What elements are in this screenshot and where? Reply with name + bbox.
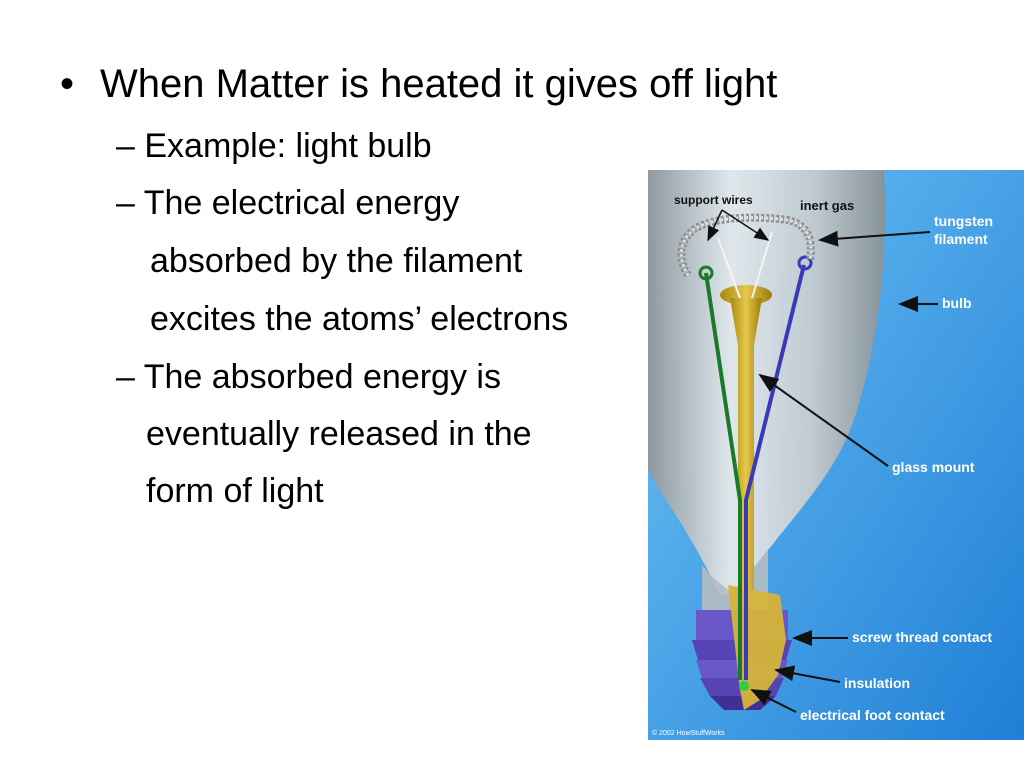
lead-loop-right — [797, 255, 813, 271]
insulation — [728, 585, 786, 710]
main-point-text: When Matter is heated it gives off light — [100, 62, 778, 106]
label-filament: filament — [934, 231, 988, 247]
electrical-foot-contact — [739, 681, 749, 691]
arrow-insulation — [774, 665, 841, 683]
lead-wire-blue — [744, 264, 806, 680]
label-support-wires: support wires — [674, 193, 753, 207]
label-tungsten: tungsten — [934, 213, 993, 229]
sub-point-release-line-3: form of light — [146, 472, 324, 510]
sub-point-release-line-1: – The absorbed energy is — [116, 358, 501, 396]
support-wire-left — [717, 237, 741, 299]
sub-point-energy-line-1: – The electrical energy — [116, 184, 460, 222]
label-glass-mount: glass mount — [892, 459, 975, 475]
tungsten-filament — [677, 213, 815, 278]
support-wire-right — [751, 231, 773, 299]
arrow-support-wires-left — [707, 209, 723, 242]
arrow-electrical-foot-contact — [750, 689, 797, 713]
label-electrical-foot-contact: electrical foot contact — [800, 707, 945, 723]
lead-loop-left — [698, 265, 714, 281]
arrow-tungsten-filament — [818, 230, 931, 247]
lead-wire-green — [704, 272, 742, 680]
sub-point-energy-line-2: absorbed by the filament — [150, 242, 523, 280]
arrow-support-wires-right — [721, 209, 770, 241]
label-bulb: bulb — [942, 295, 972, 311]
bullet-dot: • — [60, 62, 75, 106]
sub-point-energy-line-3: excites the atoms’ electrons — [150, 300, 569, 338]
main-bullet: • When Matter is heated it gives off ligh… — [60, 62, 777, 107]
label-inert-gas: inert gas — [800, 198, 854, 213]
sub-point-example: – Example: light bulb — [116, 127, 432, 165]
copyright-text: © 2002 HowStuffWorks — [652, 729, 725, 737]
sub-point-release-line-2: eventually released in the — [146, 415, 532, 453]
arrow-glass-mount — [758, 373, 889, 467]
label-screw-thread-contact: screw thread contact — [852, 629, 992, 645]
label-insulation: insulation — [844, 675, 910, 691]
light-bulb-diagram: support wires inert gas tungsten filamen… — [648, 170, 1024, 740]
